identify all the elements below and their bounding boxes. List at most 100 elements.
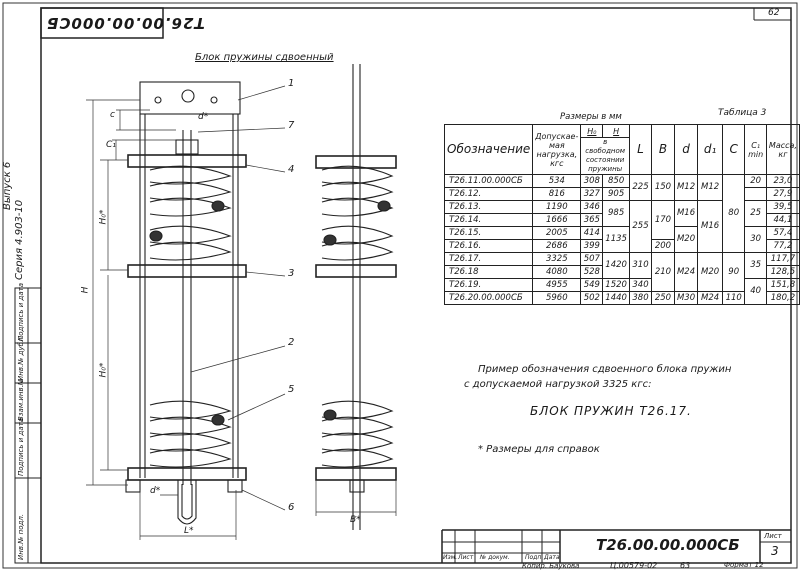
cell: 250 (651, 291, 675, 305)
strip-label: Инв.№ подл. (17, 513, 25, 560)
cell: 2005 (532, 226, 582, 240)
cell: Т26.18 (443, 265, 534, 279)
cell: 1135 (602, 226, 630, 253)
col-mass: Масса, кг (765, 124, 800, 175)
cell: 507 (580, 252, 604, 266)
tb-col: Лист (458, 554, 474, 561)
side-view (315, 64, 397, 530)
cell: 1520 (602, 278, 630, 292)
cell: 30 (744, 226, 767, 253)
cell: 128,5 (765, 265, 800, 279)
cell: 346 (580, 200, 604, 214)
cell: 985 (602, 200, 630, 227)
cell: 365 (580, 213, 604, 227)
issue-label: Выпуск 6 (2, 161, 13, 210)
strip-label: Подпись и дата (17, 418, 25, 476)
callout-5: 5 (288, 384, 295, 395)
sheet-label: Лист (764, 532, 782, 540)
col-l: L (628, 124, 653, 175)
cell: 4955 (532, 278, 582, 292)
cell: 380 (628, 291, 653, 305)
cell (744, 187, 767, 201)
drawing-title: Блок пружины сдвоенный (195, 52, 334, 63)
dim-d-bottom: d* (150, 486, 161, 496)
tb-col: № докум. (480, 554, 510, 561)
cell: 399 (580, 239, 604, 253)
table-row: Т26.11.00.000СБ 534 308 850 225 150 M12 … (443, 174, 800, 253)
col-free-state: в свободном состоянии пружины (580, 137, 630, 175)
cell: 1666 (532, 213, 582, 227)
cell: 310 (628, 252, 653, 279)
cell: 57,4 (765, 226, 800, 240)
cell: M12 (673, 174, 699, 201)
cell: 39,5 (765, 200, 800, 214)
stamp-code: Т26.00.00.000СБ (46, 14, 205, 32)
dim-h0-lower: H₀* (98, 362, 109, 378)
cell: 534 (532, 174, 582, 188)
example-line-1: Пример обозначения сдвоенного блока пруж… (478, 364, 732, 375)
dim-l-star: L* (184, 526, 194, 536)
col-d: d (673, 124, 699, 175)
corner-number: 62 (768, 8, 780, 18)
cell: 1420 (602, 252, 630, 279)
table-row: Т26.17. 3325 507 1420 310 210 M24 M20 90… (443, 252, 800, 292)
cell: 255 (628, 200, 653, 253)
callout-4: 4 (288, 164, 295, 175)
dim-c: c (110, 110, 115, 120)
cell: M16 (673, 200, 699, 227)
col-h: H (602, 124, 630, 138)
footnote: * Размеры для справок (478, 444, 600, 455)
callout-3: 3 (288, 268, 295, 279)
cell: 2686 (532, 239, 582, 253)
col-designation: Обозначение (443, 124, 534, 175)
cell: 327 (580, 187, 604, 201)
cell: 180,2 (765, 291, 800, 305)
dim-c1: C₁ (106, 140, 116, 150)
dim-h0: H₀* (98, 209, 109, 225)
cell: 308 (580, 174, 604, 188)
callout-7: 7 (288, 120, 295, 131)
cell: 850 (602, 174, 630, 188)
page-number: 63 (680, 561, 691, 570)
cell: 816 (532, 187, 582, 201)
cell: 25 (744, 200, 767, 227)
tb-col: Дата (544, 554, 560, 561)
cell: 77,2 (765, 239, 800, 253)
cell: M12 (697, 174, 723, 201)
cell: 40 (744, 278, 767, 305)
cell: 20 (744, 174, 767, 188)
cell: 414 (580, 226, 604, 240)
cell: Т26.13. (443, 200, 534, 214)
format-label: Формат 12 (724, 561, 764, 569)
table-row: Т26.19. 4955 549 1520 340 40 151,8 (443, 278, 800, 305)
cell: 4080 (532, 265, 582, 279)
cell: Т26.17. (443, 252, 534, 266)
cell: 5960 (532, 291, 582, 305)
cell: M30 (673, 291, 699, 305)
cell: 23,0 (765, 174, 800, 188)
callout-2: 2 (288, 337, 295, 348)
cell: M20 (673, 226, 699, 253)
cell: Т26.16. (443, 239, 534, 253)
cell: 210 (651, 252, 675, 292)
cell: 200 (651, 239, 675, 253)
strip-label: Инв.№ дубл. (17, 335, 25, 381)
callout-1: 1 (288, 78, 295, 89)
cell: 35 (744, 252, 767, 279)
title-code: Т26.00.00.000СБ (596, 536, 740, 554)
callout-6: 6 (288, 502, 295, 513)
table-row: Т26.13. 1190 346 985 255 170 M16 M16 25 … (443, 200, 800, 253)
cell: Т26.11.00.000СБ (443, 174, 534, 188)
cell: 90 (721, 252, 746, 292)
copied-by: Копир. Баукова (522, 562, 580, 570)
cell: 905 (602, 187, 630, 201)
example-designation: БЛОК ПРУЖИН Т26.17. (530, 404, 692, 418)
archive-number: Ц.00579-02 (610, 561, 658, 570)
table-label: Таблица 3 (718, 108, 767, 118)
example-line-2: с допускаемой нагрузкой 3325 кгс: (464, 379, 652, 390)
table-row: Т26.15. 2005 414 1135 M20 30 57,4 (443, 226, 800, 253)
cell: M24 (697, 291, 723, 305)
cell: Т26.20.00.000СБ (443, 291, 534, 305)
cell: Т26.12. (443, 187, 534, 201)
